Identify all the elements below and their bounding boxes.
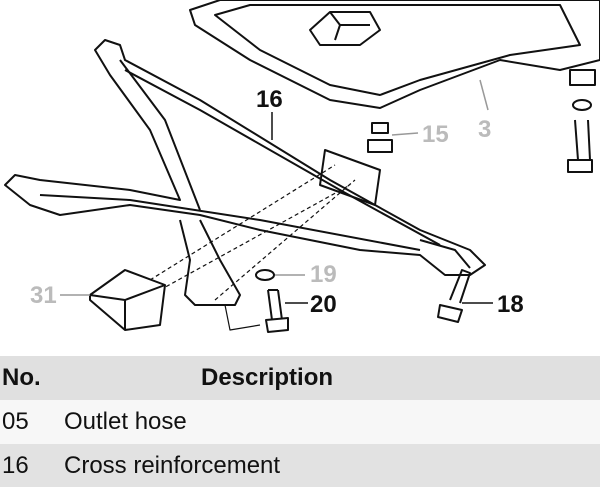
table-row[interactable]: 05 Outlet hose — [0, 400, 600, 444]
parts-diagram: 16 15 3 19 20 18 31 — [4, 0, 600, 333]
guide-lines — [149, 164, 356, 301]
table-row[interactable]: 16 Cross reinforcement — [0, 444, 600, 487]
part-description: Outlet hose — [64, 408, 187, 435]
part-description: Cross reinforcement — [64, 451, 281, 479]
header-no: No. — [2, 364, 41, 391]
bolt-20 — [255, 269, 289, 333]
callout-3: 3 — [478, 116, 491, 143]
callout-18: 18 — [497, 291, 524, 318]
callout-16: 16 — [256, 86, 283, 113]
table-header: No. Description — [0, 356, 600, 400]
header-description: Description — [200, 364, 334, 391]
bolt-18 — [437, 269, 471, 323]
callout-19: 19 — [310, 261, 337, 288]
underbody-panel — [189, 0, 600, 109]
bolt-15 — [367, 122, 393, 153]
callout-31: 31 — [30, 282, 57, 309]
part-number: 05 — [2, 408, 29, 435]
bolt-right — [567, 69, 596, 173]
parts-table: No. Description 05 Outlet hose 16 Cross … — [0, 356, 600, 487]
cross-reinforcement — [4, 39, 486, 306]
callout-15: 15 — [422, 121, 449, 148]
callout-20: 20 — [310, 291, 337, 318]
part-number: 16 — [2, 451, 29, 479]
